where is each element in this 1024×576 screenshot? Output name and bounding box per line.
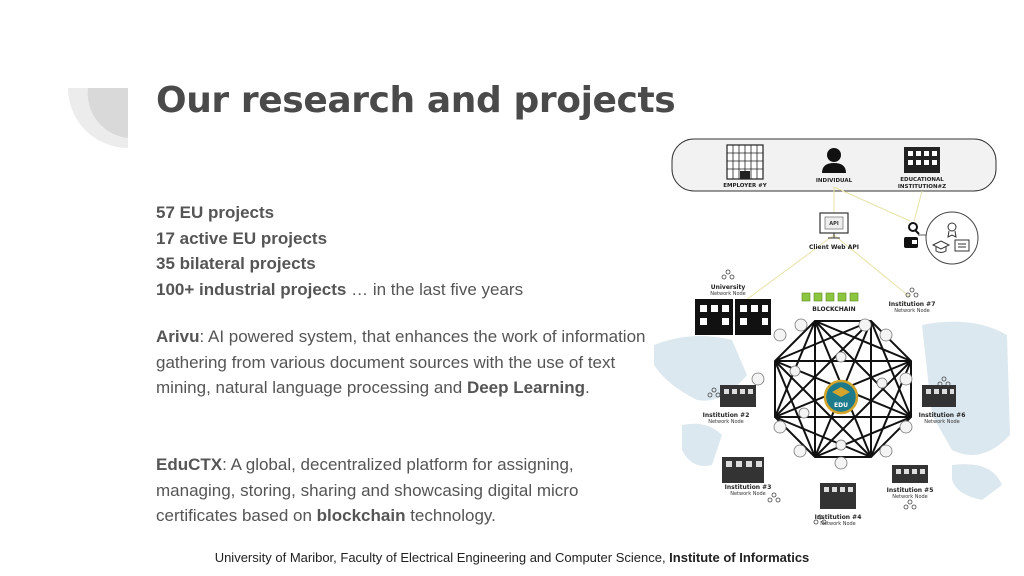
arivu-text: : AI powered system, that enhances the w… <box>156 327 646 398</box>
employer-label: EMPLOYER #Y <box>723 183 768 189</box>
decorative-corner-shape <box>68 88 128 148</box>
stat-industrial-projects-bold: 100+ industrial projects <box>156 279 347 299</box>
institution-7-network-node-label: Network Node <box>894 308 930 314</box>
institution-6-network-node-label: Network Node <box>924 419 960 425</box>
project-stats: 57 EU projects 17 active EU projects 35 … <box>156 200 523 302</box>
university-buildings-icon <box>695 299 771 335</box>
stat-eu-projects: 57 EU projects <box>156 200 523 226</box>
stat-bilateral-projects: 35 bilateral projects <box>156 251 523 277</box>
award-ribbon-icon <box>947 222 957 238</box>
client-api-monitor-icon <box>819 212 849 239</box>
eductx-network-diagram: EMPLOYER #Y INDIVIDUAL EDUCATIONAL INSTI… <box>654 138 1010 527</box>
api-label: API <box>829 221 839 227</box>
certificates-bubble <box>925 211 979 265</box>
university-network-node-label: Network Node <box>710 291 746 297</box>
graduation-cap-icon <box>931 240 951 253</box>
institution-4-network-node-label: Network Node <box>820 521 856 527</box>
slide-title: Our research and projects <box>156 80 676 121</box>
institution-7-label: Institution #7 <box>889 301 936 308</box>
educational-institution-icon <box>904 147 940 173</box>
eductx-name: EduCTX <box>156 455 223 474</box>
individual-label: INDIVIDUAL <box>816 178 853 184</box>
arivu-end: . <box>585 378 590 398</box>
edu-hub-icon <box>823 379 859 415</box>
eductx-emphasis: blockchain <box>316 506 406 526</box>
world-map-background <box>654 321 1010 500</box>
institution-3-label: Institution #3 <box>725 484 772 491</box>
institution-6-building-icon <box>922 385 956 407</box>
institution-3-network-node-label: Network Node <box>730 491 766 497</box>
footer-institute: Institute of Informatics <box>669 550 810 565</box>
institution-2-network-node-label: Network Node <box>708 419 744 425</box>
client-web-api-label: Client Web API <box>809 244 859 251</box>
educational-label-2: INSTITUTION#Z <box>898 184 946 190</box>
institution-4-label: Institution #4 <box>815 514 862 521</box>
stat-industrial-projects: 100+ industrial projects … in the last f… <box>156 277 523 303</box>
blockchain-label: BLOCKCHAIN <box>812 306 855 313</box>
institution-3-building-icon <box>722 457 764 483</box>
arivu-name: Arivu <box>156 327 200 346</box>
network-node-circles <box>751 318 913 470</box>
eductx-description: EduCTX: A global, decentralized platform… <box>156 452 656 529</box>
institution-2-building-icon <box>720 385 756 407</box>
institution-5-building-icon <box>892 465 928 483</box>
institution-6-network-icon <box>937 376 951 387</box>
certificate-document-icon <box>954 239 970 252</box>
footer-text: University of Maribor, Faculty of Electr… <box>214 550 670 565</box>
edu-hub-label: EDU <box>834 402 848 409</box>
stat-bilateral-projects-text: 35 bilateral projects <box>156 254 316 274</box>
institution-4-building-icon <box>820 483 856 509</box>
eductx-text: : A global, decentralized platform for a… <box>156 455 579 526</box>
stat-eu-projects-text: 57 EU projects <box>156 203 275 222</box>
slide-footer: University of Maribor, Faculty of Electr… <box>0 550 1024 565</box>
institution-2-network-icon <box>707 387 721 398</box>
stat-active-eu-projects-text: 17 active EU projects <box>156 228 328 248</box>
arivu-emphasis: Deep Learning <box>466 378 586 398</box>
university-network-icon <box>721 269 735 280</box>
institution-3-network-icon <box>767 492 781 503</box>
institution-5-label: Institution #5 <box>887 487 934 494</box>
university-label: University <box>711 284 746 291</box>
institution-7-network-icon <box>905 287 919 298</box>
stat-industrial-projects-note: … in the last five years <box>346 279 524 299</box>
blockchain-cubes-icon <box>801 292 859 302</box>
employer-building-icon <box>726 144 764 180</box>
institution-2-label: Institution #2 <box>703 412 750 419</box>
api-connectors <box>741 186 923 304</box>
arivu-description: Arivu: AI powered system, that enhances … <box>156 324 656 401</box>
wallet-key-icon <box>904 222 920 248</box>
educational-label-1: EDUCATIONAL <box>900 177 944 183</box>
institution-6-label: Institution #6 <box>919 412 966 419</box>
institution-5-network-node-label: Network Node <box>892 494 928 500</box>
eductx-end: technology. <box>405 506 496 526</box>
individual-person-icon <box>822 148 846 173</box>
institution-4-network-icon <box>813 514 827 525</box>
institution-5-network-icon <box>903 499 917 510</box>
stat-active-eu-projects: 17 active EU projects <box>156 226 523 252</box>
